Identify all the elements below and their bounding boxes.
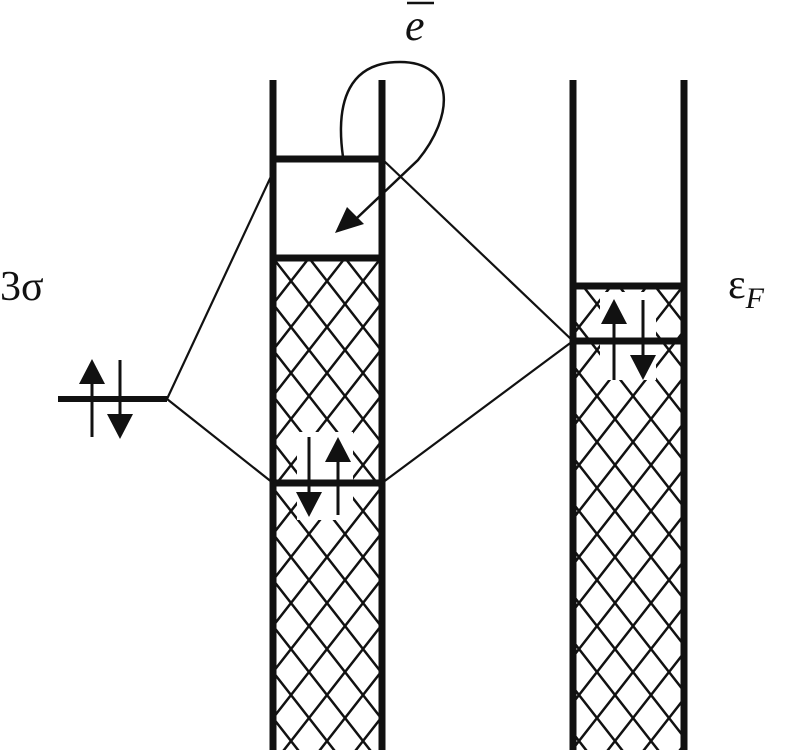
spin-pair-fermi	[601, 299, 656, 380]
spin-down-arrow-icon	[107, 414, 133, 439]
spin-up-arrow-icon	[601, 299, 627, 324]
right-band	[569, 80, 688, 750]
correlation-lines	[166, 158, 574, 484]
spin-pair-bonding	[296, 437, 351, 517]
spin-down-arrow-icon	[296, 492, 322, 517]
spin-down-arrow-icon	[630, 355, 656, 380]
fermi-label: εF	[728, 262, 765, 315]
left-band	[269, 80, 386, 750]
electron-label: e	[405, 1, 425, 50]
electron-transfer-arrow	[335, 60, 446, 233]
orbital-3sigma	[58, 359, 167, 439]
orbital-label: 3σ	[0, 264, 44, 310]
arrowhead-icon	[335, 207, 364, 233]
spin-up-arrow-icon	[325, 437, 351, 462]
spin-up-arrow-icon	[79, 359, 105, 384]
